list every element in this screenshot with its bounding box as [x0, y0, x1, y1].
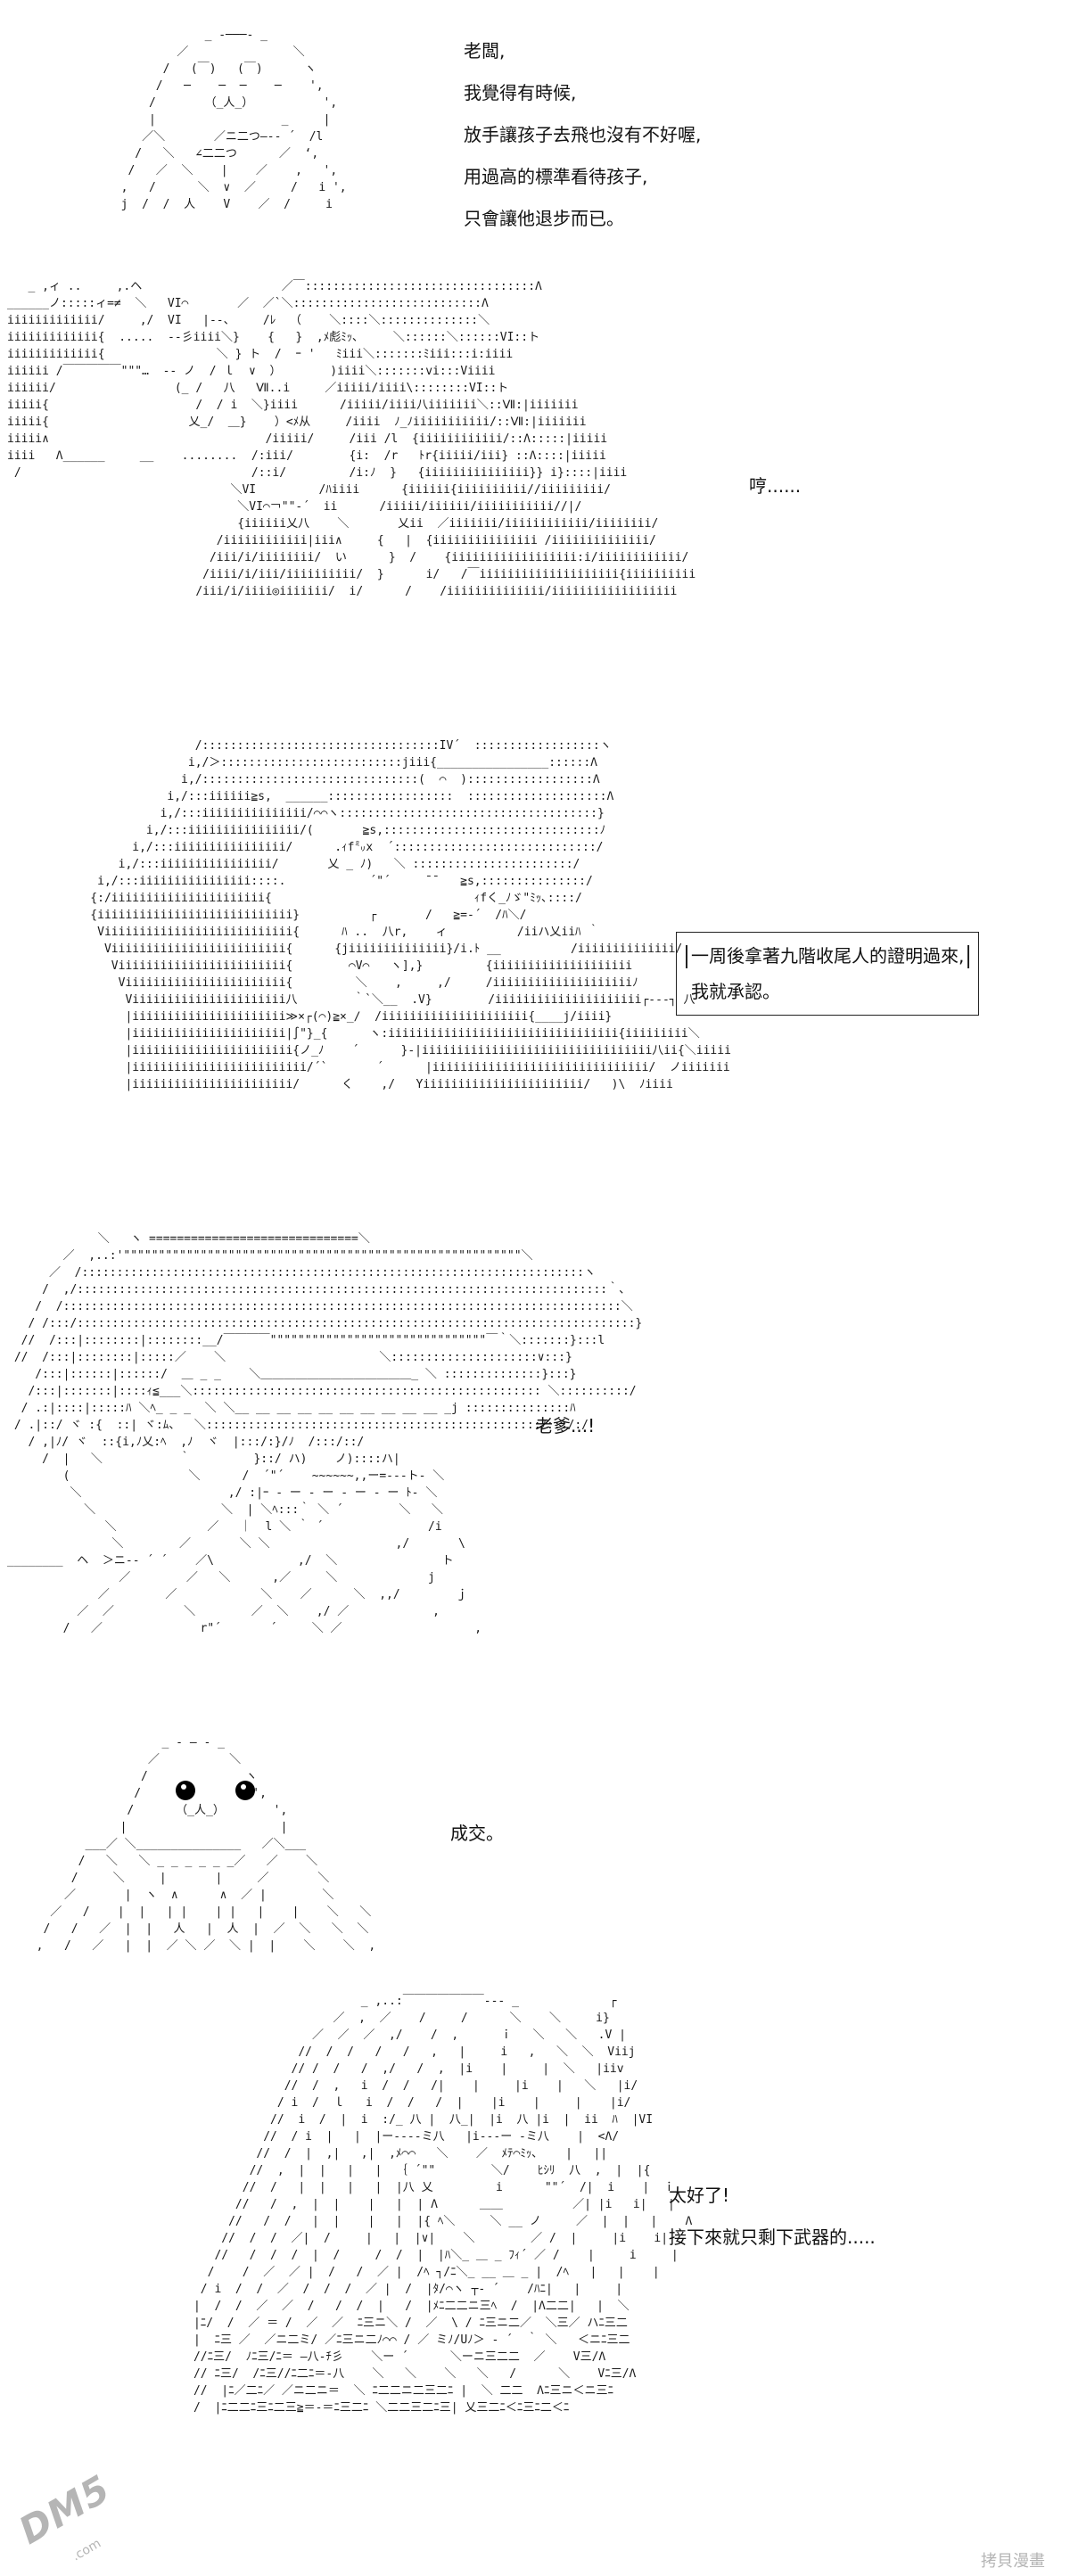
dialogue-line: 哼...... — [749, 475, 802, 497]
dialogue-line: 只會讓他退步而已。 — [464, 208, 624, 229]
ascii-art-long-haired-girl: _ ,..:￣￣￣￣￣￣￣‐‐‐ _ ┌ ／ , ／ / / ＼ ＼ i} ／ … — [193, 1995, 693, 2415]
dialogue-line: 接下來就只剩下武器的..... — [669, 2226, 876, 2248]
dialogue-line: 老闆, — [464, 40, 506, 62]
dialogue-block-4: 老爹...! — [535, 1405, 595, 1447]
panel-3: /::::::::::::::::::::::::::::::::::IV´ :… — [0, 727, 1070, 1208]
dialogue-line: 老爹...! — [535, 1415, 596, 1436]
dialogue-block-6: 太好了! 接下來就只剩下武器的..... — [669, 2175, 876, 2259]
left-eye-icon — [176, 1781, 195, 1800]
dialogue-block-5: 成交。 — [450, 1813, 504, 1855]
dialogue-line: 我就承認。 — [691, 981, 780, 1002]
dialogue-line: 放手讓孩子去飛也沒有不好喔, — [464, 124, 702, 145]
ascii-art-figure-with-hood: /::::::::::::::::::::::::::::::::::IV´ :… — [90, 739, 731, 1091]
dialogue-block-2: 哼...... — [749, 465, 801, 507]
dialogue-line: 成交。 — [450, 1823, 504, 1844]
dialogue-line: 我覺得有時候, — [464, 82, 577, 103]
dialogue-line: 太好了! — [669, 2185, 730, 2206]
speech-box: 一周後拿著九階收尾人的證明過來, 我就承認。 — [676, 932, 980, 1016]
panel-4: ＼ ヽ ==============================＼ ／ ,.… — [0, 1222, 1070, 1694]
panel-6: _ ,..:￣￣￣￣￣￣￣‐‐‐ _ ┌ ／ , ／ / / ＼ ＼ i} ／ … — [0, 1984, 1070, 2576]
box-corner-mark — [686, 945, 687, 968]
ascii-art-mascot: _ ‐───‐ _ ／ ＼ / (￣) (￣) ヽ / ─ ─ ─ ─ ', /… — [120, 29, 347, 211]
panel-5: _ ‐ ― ‐ _ ／ ＼ / ヽ / ', / （_人_） ', | | __… — [0, 1708, 1070, 1975]
copy-manga-credit: 拷貝漫畫 — [981, 2552, 1045, 2571]
ascii-art-boy-close-up: ＼ ヽ ==============================＼ ／ ,.… — [7, 1232, 643, 1635]
dialogue-line: 一周後拿著九階收尾人的證明過來, — [691, 945, 965, 967]
ascii-art-mascot-round-eyes: _ ‐ ― ‐ _ ／ ＼ / ヽ / ', / （_人_） ', | | __… — [36, 1736, 376, 1953]
ascii-art-two-figures: _ ,ィ .. ,.ヘ ／￣::::::::::::::::::::::::::… — [7, 280, 696, 598]
dialogue-block-1: 老闆, 我覺得有時候, 放手讓孩子去飛也沒有不好喔, 用過高的標準看待孩子, 只… — [464, 30, 701, 240]
panel-2: _ ,ィ .. ,.ヘ ／￣::::::::::::::::::::::::::… — [0, 267, 1070, 713]
right-eye-icon — [235, 1781, 255, 1800]
dialogue-line: 用過高的標準看待孩子, — [464, 166, 648, 187]
panel-1: _ ‐───‐ _ ／ ＼ / (￣) (￣) ヽ / ─ ─ ─ ─ ', /… — [0, 0, 1070, 254]
box-corner-mark — [967, 945, 970, 968]
